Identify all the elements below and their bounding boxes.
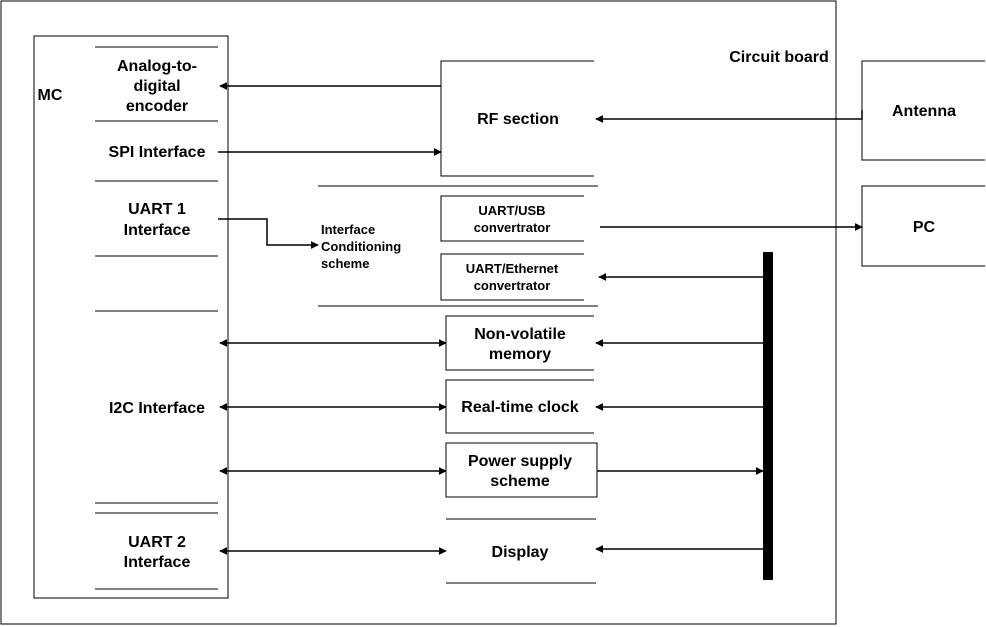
uart-ethernet-label-line2: convertrator (474, 278, 551, 293)
uart-ethernet-box (440, 253, 584, 301)
pc-label: PC (913, 219, 936, 236)
mc-separators (95, 46, 218, 590)
adc-label-line2: digital (133, 78, 180, 95)
mc-block (33, 35, 229, 599)
iface-label-line3: scheme (321, 256, 369, 271)
psu-label-line1: Power supply (468, 453, 572, 470)
rtc-label: Real-time clock (461, 399, 578, 416)
nvm-label-line2: memory (489, 346, 551, 363)
uart-usb-label-line2: convertrator (474, 220, 551, 235)
connection-arrows (218, 82, 863, 555)
mc-label: MC (38, 87, 63, 104)
adc-label-line3: encoder (126, 98, 188, 115)
uart2-label-line2: Interface (124, 554, 191, 571)
rf-section-label: RF section (477, 111, 559, 128)
uart-usb-box (440, 195, 584, 242)
psu-label-line2: scheme (490, 473, 550, 490)
i2c-label: I2C Interface (109, 400, 205, 417)
uart-usb-label-line1: UART/USB (478, 203, 545, 218)
iface-label-line1: Interface (321, 222, 375, 237)
rf-section-box (440, 60, 594, 177)
circuit-board-frame (0, 0, 837, 625)
arrow-antenna-to-rf (595, 110, 863, 123)
adc-label-line1: Analog-to- (117, 58, 197, 75)
uart-ethernet-label-line1: UART/Ethernet (466, 261, 559, 276)
uart1-label-line1: UART 1 (128, 201, 186, 218)
uart1-label-line2: Interface (124, 222, 191, 239)
nvm-label-line1: Non-volatile (474, 326, 566, 343)
uart2-label-line1: UART 2 (128, 534, 186, 551)
arrow-uart1-to-iface (218, 218, 319, 249)
circuit-board-label: Circuit board (729, 49, 829, 66)
iface-label-line2: Conditioning (321, 239, 401, 254)
spi-label: SPI Interface (109, 144, 206, 161)
display-label: Display (492, 544, 549, 561)
antenna-label: Antenna (892, 103, 956, 120)
power-bus-bar (763, 252, 773, 580)
